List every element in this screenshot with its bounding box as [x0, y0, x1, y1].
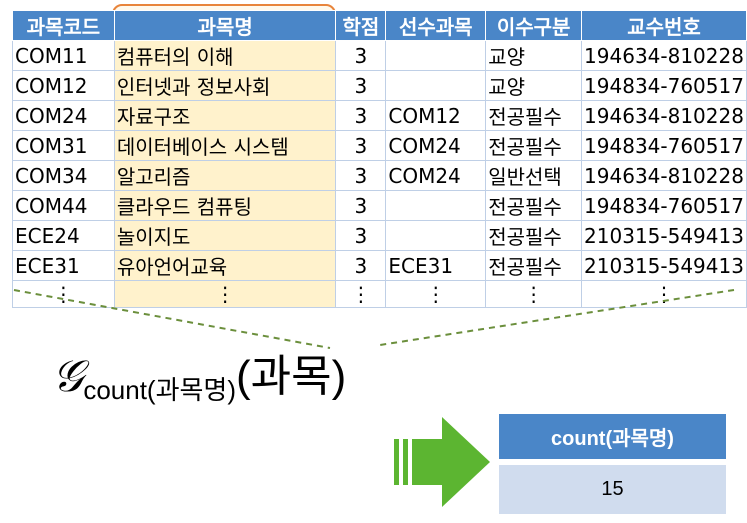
connector-left-line	[13, 289, 331, 349]
arrow-stripe	[394, 439, 399, 485]
cell-name: 컴퓨터의 이해	[113, 40, 337, 71]
aggregation-formula: 𝒢count(과목명)(과목)	[52, 340, 347, 405]
cell-credit: 3	[335, 190, 387, 221]
cell-category: 전공필수	[485, 100, 583, 131]
cell-prereq: COM24	[385, 160, 487, 191]
ellipsis-cell: ⋮	[485, 280, 583, 308]
cell-professor: 194634-810228	[581, 160, 747, 191]
cell-category: 교양	[485, 40, 583, 71]
cell-prereq	[385, 190, 487, 221]
arrow-stripe	[403, 439, 408, 485]
aggregate-subscript: count(과목명)	[83, 375, 237, 405]
table-row: COM44 클라우드 컴퓨팅 3 전공필수 194834-760517	[12, 190, 747, 221]
table-row: COM31 데이터베이스 시스템 3 COM24 전공필수 194834-760…	[12, 130, 747, 161]
cell-code: COM12	[12, 70, 115, 101]
cell-prereq	[385, 70, 487, 101]
cell-category: 전공필수	[485, 220, 583, 251]
header-professor-id: 교수번호	[581, 10, 747, 41]
cell-name: 놀이지도	[113, 220, 337, 251]
header-category: 이수구분	[485, 10, 583, 41]
cell-category: 교양	[485, 70, 583, 101]
cell-credit: 3	[335, 130, 387, 161]
ellipsis-row: ⋮ ⋮ ⋮ ⋮ ⋮ ⋮	[12, 280, 747, 308]
cell-professor: 194634-810228	[581, 40, 747, 71]
cell-professor: 194634-810228	[581, 100, 747, 131]
aggregate-symbol: 𝒢	[52, 351, 84, 402]
cell-category: 일반선택	[485, 160, 583, 191]
cell-credit: 3	[335, 40, 387, 71]
cell-prereq	[385, 40, 487, 71]
cell-name: 클라우드 컴퓨팅	[113, 190, 337, 221]
cell-name: 데이터베이스 시스템	[113, 130, 337, 161]
cell-prereq: COM24	[385, 130, 487, 161]
result-table: count(과목명) 15	[499, 414, 726, 514]
table-row: ECE24 놀이지도 3 전공필수 210315-549413	[12, 220, 747, 251]
cell-credit: 3	[335, 250, 387, 281]
cell-name: 알고리즘	[113, 160, 337, 191]
result-arrow-icon	[394, 417, 490, 507]
result-header: count(과목명)	[499, 414, 726, 465]
table-row: COM24 자료구조 3 COM12 전공필수 194634-810228	[12, 100, 747, 131]
result-value: 15	[499, 462, 726, 514]
cell-credit: 3	[335, 220, 387, 251]
header-subject-code: 과목코드	[12, 10, 115, 41]
cell-professor: 194834-760517	[581, 130, 747, 161]
cell-prereq: ECE31	[385, 250, 487, 281]
ellipsis-cell: ⋮	[385, 280, 487, 308]
cell-professor: 194834-760517	[581, 190, 747, 221]
arrow-body	[412, 439, 444, 485]
cell-category: 전공필수	[485, 130, 583, 161]
cell-credit: 3	[335, 160, 387, 191]
cell-prereq	[385, 220, 487, 251]
ellipsis-cell: ⋮	[335, 280, 387, 308]
connector-right-line	[379, 289, 735, 346]
cell-code: COM24	[12, 100, 115, 131]
relation-name: (과목)	[236, 352, 347, 401]
table-header-row: 과목코드 과목명 학점 선수과목 이수구분 교수번호	[12, 10, 747, 41]
cell-professor: 194834-760517	[581, 70, 747, 101]
table-row: COM34 알고리즘 3 COM24 일반선택 194634-810228	[12, 160, 747, 191]
cell-professor: 210315-549413	[581, 220, 747, 251]
ellipsis-cell: ⋮	[113, 280, 337, 308]
cell-code: COM44	[12, 190, 115, 221]
cell-code: COM34	[12, 160, 115, 191]
header-subject-name: 과목명	[113, 10, 337, 41]
cell-credit: 3	[335, 100, 387, 131]
table-row: COM11 컴퓨터의 이해 3 교양 194634-810228	[12, 40, 747, 71]
subject-table: 과목코드 과목명 학점 선수과목 이수구분 교수번호 COM11 컴퓨터의 이해…	[12, 10, 747, 308]
arrow-head	[442, 417, 490, 507]
ellipsis-cell: ⋮	[581, 280, 747, 308]
